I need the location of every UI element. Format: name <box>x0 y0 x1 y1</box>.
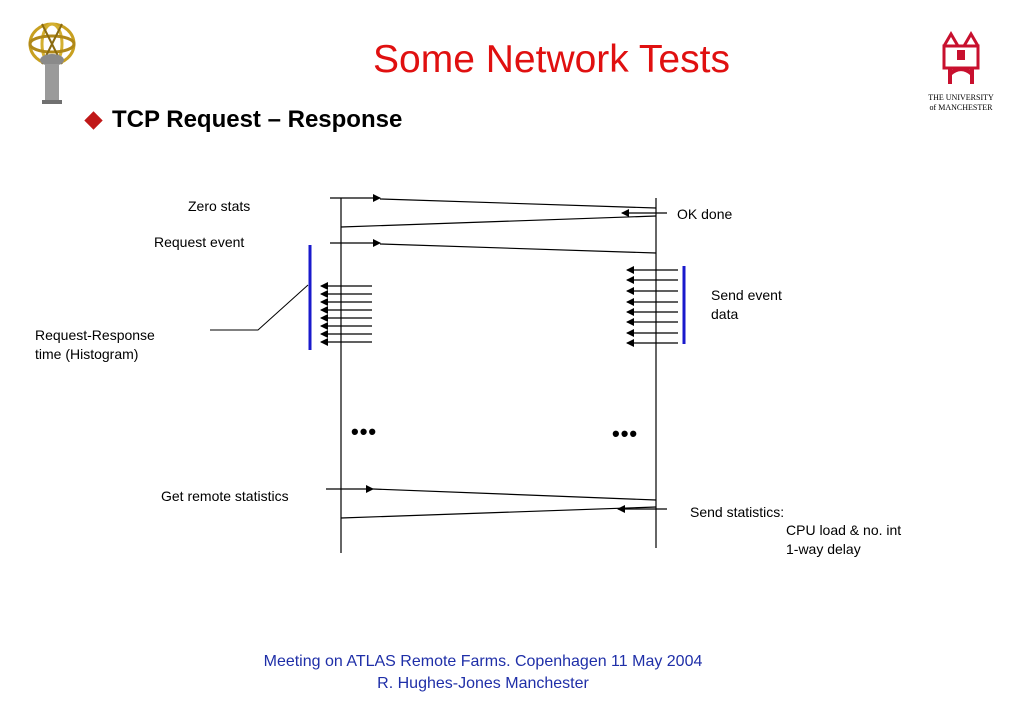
cpu-load-label: CPU load & no. int <box>786 522 902 538</box>
rr-time-label-line2: time (Histogram) <box>35 346 139 362</box>
university-name-line1: THE UNIVERSITY <box>928 93 994 102</box>
send-event-data-label-line2: data <box>711 306 739 322</box>
university-name-line2: of MANCHESTER <box>929 103 993 112</box>
client-ellipsis: ••• <box>351 419 378 444</box>
footer-line2: R. Hughes-Jones Manchester <box>377 675 589 692</box>
footer-line1: Meeting on ATLAS Remote Farms. Copenhage… <box>263 653 703 670</box>
university-crest-icon <box>942 31 980 84</box>
bullet-text: TCP Request – Response <box>112 106 403 133</box>
ok-done-message-line <box>340 215 657 228</box>
send-event-data-label-line1: Send event <box>711 287 782 303</box>
request-event-message-line <box>379 243 657 254</box>
bullet-item: TCP Request – Response <box>84 106 402 134</box>
one-way-delay-label: 1-way delay <box>786 541 861 557</box>
ok-done-label: OK done <box>677 206 733 222</box>
rr-time-label-line1: Request-Response <box>35 327 155 343</box>
university-logo: THE UNIVERSITY of MANCHESTER <box>924 28 998 112</box>
send-stats-label: Send statistics: <box>690 504 785 520</box>
send-stats-message-line <box>340 506 657 519</box>
get-stats-message-line <box>372 488 657 501</box>
server-ellipsis: ••• <box>612 421 639 446</box>
server-send-arrows <box>626 266 678 347</box>
zero-stats-message-line <box>379 198 657 209</box>
atlas-logo-graphic <box>28 22 76 104</box>
rr-time-callout-line <box>210 284 309 331</box>
atlas-logo <box>22 14 82 106</box>
get-remote-stats-label: Get remote statistics <box>161 488 289 504</box>
client-receive-arrows <box>320 282 372 346</box>
request-event-label: Request event <box>154 234 245 250</box>
slide-title: Some Network Tests <box>373 38 730 81</box>
zero-stats-label: Zero stats <box>188 198 251 214</box>
